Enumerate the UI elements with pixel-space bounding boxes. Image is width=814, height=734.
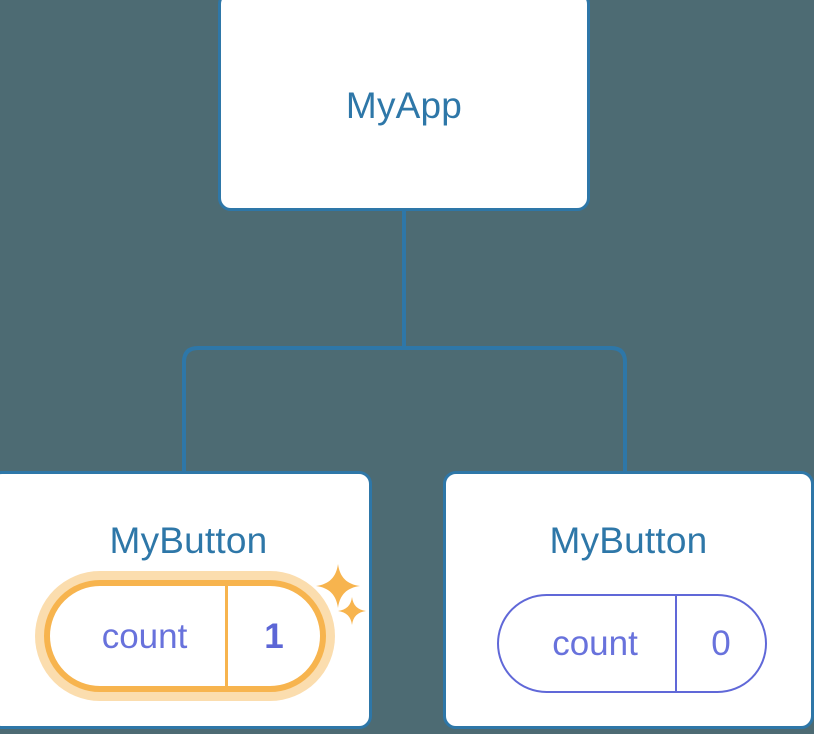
state-pill-count-right[interactable]: count 0 xyxy=(497,594,767,693)
node-title-mybutton-left: MyButton xyxy=(109,520,268,561)
node-card-myapp[interactable]: MyApp xyxy=(218,0,590,211)
node-title-myapp: MyApp xyxy=(345,85,463,126)
edge-branch-left xyxy=(182,346,404,472)
state-key-left: count xyxy=(101,616,188,656)
state-value-left: 1 xyxy=(225,586,320,686)
state-pill-count-left[interactable]: count 1 xyxy=(44,580,326,692)
node-card-mybutton-left[interactable]: MyButton count 1 xyxy=(0,471,372,729)
node-card-mybutton-right[interactable]: MyButton count 0 xyxy=(443,471,814,729)
state-key-right: count xyxy=(552,624,638,663)
node-title-mybutton-right: MyButton xyxy=(549,520,708,561)
state-value-right: 0 xyxy=(675,596,765,691)
edge-branch-right xyxy=(404,346,627,472)
